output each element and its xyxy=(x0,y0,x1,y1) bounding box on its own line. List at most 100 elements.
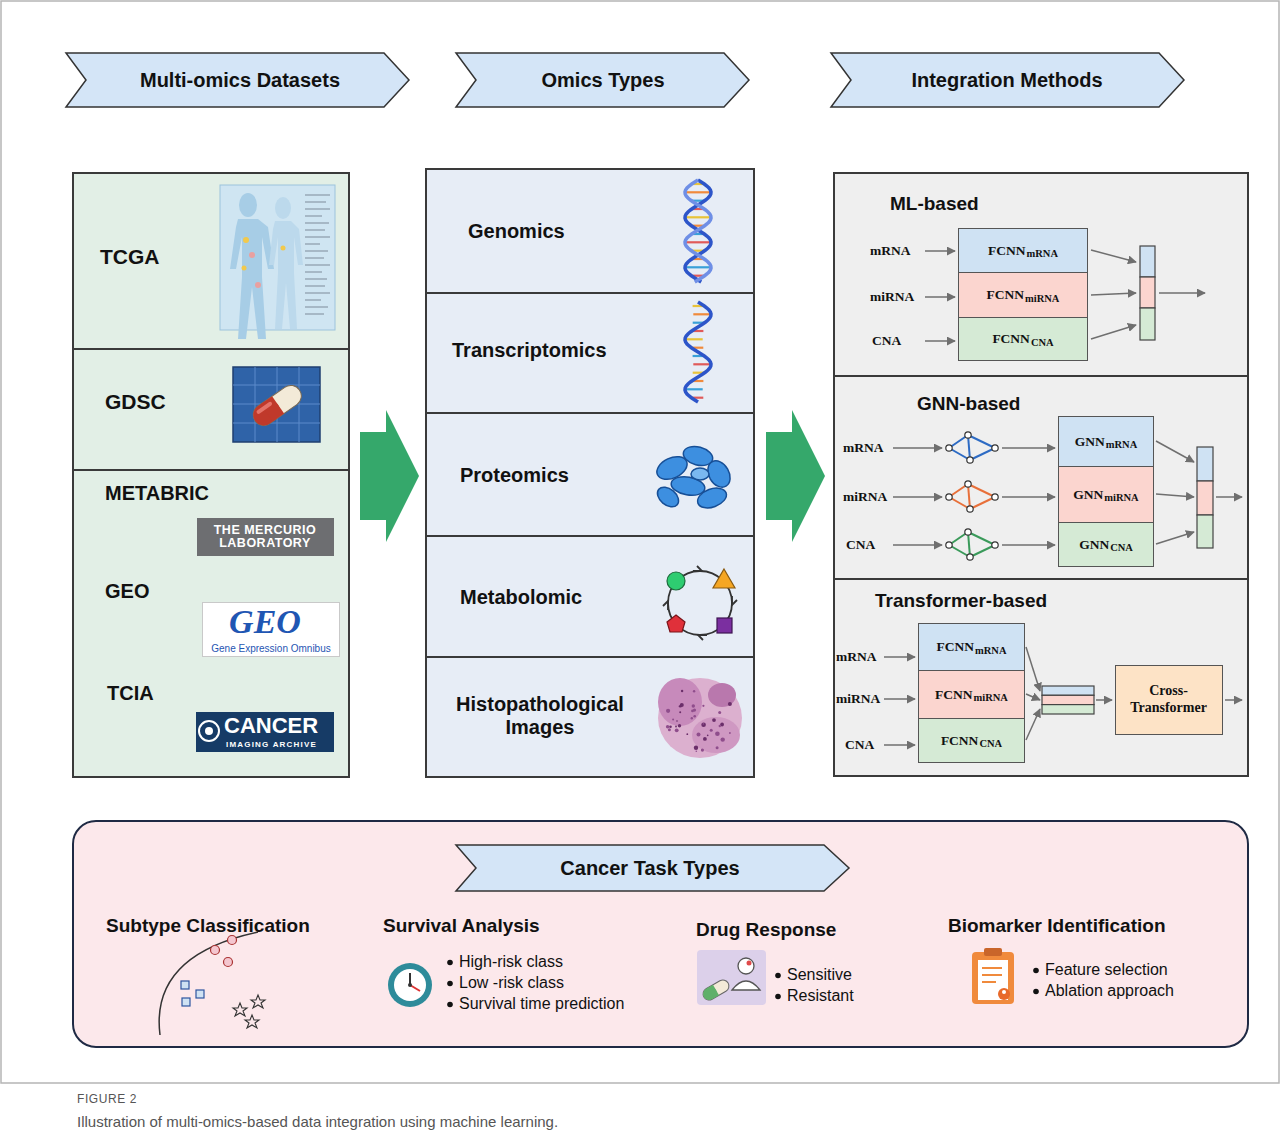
input-label-holder: mRNA xyxy=(843,440,884,456)
encoder-name: GNN xyxy=(1079,537,1109,553)
box-text-holder: Survival Analysis xyxy=(383,915,540,937)
box-text: Biomarker Identification xyxy=(948,915,1166,937)
histology-illustration xyxy=(658,678,742,758)
nucleus-dot xyxy=(707,735,709,737)
section-box: GNN-basedGNNmRNAGNNmiRNAGNNCNA xyxy=(833,375,1249,580)
section-box: Proteomics xyxy=(425,412,755,537)
box-text: Proteomics xyxy=(460,464,569,487)
nucleus-dot xyxy=(702,705,704,707)
nucleus-dot xyxy=(693,690,695,692)
box-text: GNN-based xyxy=(917,393,1020,415)
encoder-box: FCNNmRNA xyxy=(958,228,1088,273)
nucleus-dot xyxy=(703,737,707,741)
helix-rung xyxy=(693,305,705,307)
section-box: Transformer-basedFCNNmRNAFCNNmiRNAFCNNCN… xyxy=(833,578,1249,777)
box-text: Feature selection xyxy=(1045,961,1168,979)
nucleus-dot xyxy=(668,728,671,731)
helix-rung xyxy=(693,355,705,357)
drug-response-icon xyxy=(697,950,766,1005)
chevron-banner: Omics Types xyxy=(455,52,750,108)
encoder-name: GNN xyxy=(1075,434,1105,450)
graph-vertex xyxy=(946,445,952,451)
encoder-subscript: miRNA xyxy=(1025,293,1059,305)
nucleus-dot xyxy=(676,720,678,722)
box-text: Resistant xyxy=(787,987,854,1005)
box-text-holder: Ablation approach xyxy=(1045,982,1174,1000)
nucleus-dot xyxy=(697,733,701,737)
nucleus-dot xyxy=(678,724,681,727)
graph-edge xyxy=(968,532,995,545)
graph-edge xyxy=(949,545,970,557)
nucleus-dot xyxy=(666,725,669,728)
box-text: Sensitive xyxy=(787,966,852,984)
section-box: Subtype Classification Survival AnalysisH… xyxy=(72,820,1249,1048)
box-text-holder: GEO xyxy=(105,580,149,603)
input-label-holder: miRNA xyxy=(836,691,880,707)
protein-illustration xyxy=(653,443,734,511)
banner-title-holder: Omics Types xyxy=(541,69,664,92)
encoder-name: FCNN xyxy=(941,733,979,749)
helix-rung xyxy=(691,225,704,227)
graph-edge xyxy=(968,532,970,557)
bullet-points xyxy=(447,960,1039,1008)
graph-edge xyxy=(949,532,968,545)
box-text-holder: TCIA xyxy=(107,682,154,705)
bullet-dot xyxy=(1033,989,1039,995)
nucleus-dot xyxy=(680,703,684,707)
bullet-dot xyxy=(447,981,453,987)
nucleus-dot xyxy=(729,732,731,734)
graph-icon xyxy=(946,529,998,560)
helix-rung xyxy=(693,322,705,324)
helix-rung xyxy=(691,275,704,277)
graph-vertex xyxy=(967,506,973,512)
nucleus-dot xyxy=(716,746,719,749)
input-label-holder: CNA xyxy=(845,737,874,753)
encoder-label-row: FCNNmRNA xyxy=(959,229,1087,272)
input-label: mRNA xyxy=(843,440,884,456)
body-chart-illustration xyxy=(220,185,335,339)
ml-concat-vector xyxy=(1140,246,1155,340)
helix-strand xyxy=(685,180,711,282)
box-text-holder: Genomics xyxy=(468,220,565,243)
encoder-label-row: FCNNmiRNA xyxy=(959,273,1087,317)
graph-edge xyxy=(968,484,995,497)
box-text: Transformer-based xyxy=(875,590,1047,612)
helix-strand xyxy=(685,180,711,282)
box-text: THE MERCURIO LABORATORY xyxy=(201,524,329,550)
nucleus-dot xyxy=(679,711,681,713)
nucleus-dot xyxy=(693,715,696,718)
box-text-holder: Drug Response xyxy=(696,919,836,941)
encoder-subscript: CNA xyxy=(1110,542,1133,554)
helix-rung xyxy=(693,313,711,315)
input-label: CNA xyxy=(845,737,874,753)
helix-rung xyxy=(692,258,705,260)
box-text: Drug Response xyxy=(696,919,836,941)
input-label: CNA xyxy=(872,333,901,349)
banner-title-holder: Cancer Task Types xyxy=(560,857,739,880)
banner-title-holder: Multi-omics Datasets xyxy=(140,69,340,92)
nucleus-dot xyxy=(718,711,721,714)
nucleus-dot xyxy=(710,729,713,732)
nucleus-dot xyxy=(728,702,732,706)
encoder-subscript: mRNA xyxy=(1106,439,1138,451)
box-text-holder: GEO xyxy=(229,605,301,639)
nucleus-dot xyxy=(720,723,724,727)
banner-title: Multi-omics Datasets xyxy=(140,69,340,92)
dna-helix-icon xyxy=(685,180,711,282)
box-text-holder: Subtype Classification xyxy=(106,915,310,937)
figure-frame xyxy=(1,1,1279,1083)
graph-vertex xyxy=(992,542,998,548)
encoder-subscript: CNA xyxy=(1031,337,1054,349)
graph-edge xyxy=(970,497,995,509)
section-box: CANCERIMAGING ARCHIVE xyxy=(196,712,334,752)
graph-edge xyxy=(970,448,995,460)
chevron-outline xyxy=(66,53,409,107)
helix-rung xyxy=(693,363,711,365)
chevron-banner: Cancer Task Types xyxy=(455,844,850,892)
input-label: CNA xyxy=(846,537,875,553)
input-label: mRNA xyxy=(836,649,877,665)
box-text: High-risk class xyxy=(459,953,563,971)
helix-rung xyxy=(691,397,703,399)
